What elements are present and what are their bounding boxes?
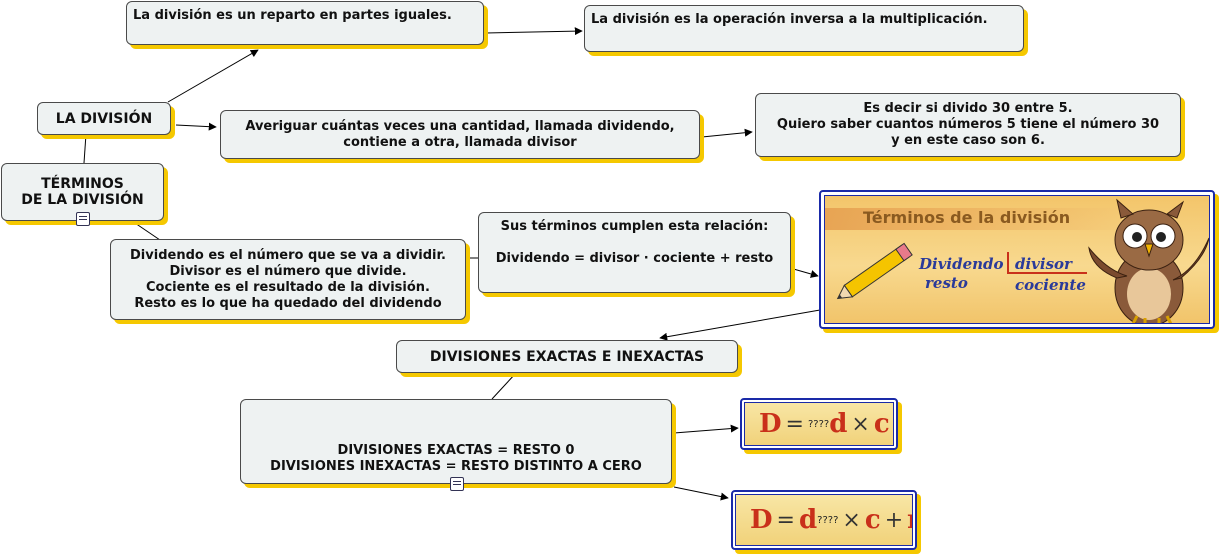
formula-inexacta-bg: D = d ???? × c + r (735, 494, 913, 546)
exactas-note-icon[interactable] (450, 477, 464, 491)
formula-inexacta-c: c (864, 505, 881, 535)
division-bracket (1007, 252, 1087, 274)
formula-exacta-image[interactable]: D = ???? d × c (740, 398, 898, 450)
formula-exacta-q: ???? (807, 418, 830, 430)
link-division-reparto (167, 49, 259, 103)
formula-exacta-eq: = (785, 411, 804, 437)
node-exactas-body-line-2: DIVISIONES INEXACTAS = RESTO DISTINTO A … (270, 459, 642, 474)
node-relacion-line-2: Dividendo = divisor · cociente + resto (495, 251, 774, 266)
formula-inexacta-plus: + (884, 507, 904, 533)
image-title: Términos de la división (863, 208, 1071, 227)
label-cociente: cociente (1015, 276, 1086, 294)
formula-inexacta-q: ???? (817, 514, 839, 526)
node-exactas-body-line-1: DIVISIONES EXACTAS = RESTO 0 (337, 443, 575, 458)
link-exactas-cuerpo (491, 372, 517, 400)
node-la-division[interactable]: LA DIVISIÓN (37, 102, 171, 135)
node-inversa-label: La división es la operación inversa a la… (591, 12, 988, 27)
link-averiguar-ejemplo (701, 128, 753, 138)
node-definiciones-line-4: Resto es lo que ha quedado del dividendo (134, 295, 442, 311)
formula-inexacta-times: × (842, 507, 861, 533)
formula-exacta-d: d (829, 409, 848, 439)
formula-exacta-D: D (759, 409, 782, 439)
image-terminos-division[interactable]: Términos de la división Dividendo resto … (819, 190, 1215, 329)
link-division-terminos (83, 133, 87, 164)
label-dividendo: Dividendo (919, 255, 1004, 273)
node-ejemplo[interactable]: Es decir si divido 30 entre 5. Quiero sa… (755, 93, 1181, 157)
node-averiguar-line-2: contiene a otra, llamada divisor (343, 134, 577, 150)
node-exactas-title-label: DIVISIONES EXACTAS E INEXACTAS (429, 348, 705, 365)
formula-inexacta-d: d (798, 505, 818, 535)
node-relacion[interactable]: Sus términos cumplen esta relación: Divi… (478, 212, 791, 293)
link-cuerpo-formula2 (673, 486, 729, 501)
node-definiciones[interactable]: Dividendo es el número que se va a divid… (110, 239, 466, 320)
terminos-note-icon[interactable] (76, 212, 90, 226)
node-averiguar-line-1: Averiguar cuántas veces una cantidad, ll… (245, 118, 675, 134)
link-relacion-imagen (789, 267, 819, 278)
node-definiciones-line-2: Divisor es el número que divide. (169, 263, 407, 279)
node-inversa[interactable]: La división es la operación inversa a la… (584, 5, 1024, 52)
formula-exacta-times: × (851, 411, 870, 437)
link-reparto-inversa (485, 27, 583, 36)
link-cuerpo-formula1 (673, 424, 739, 434)
link-terminos-definiciones (131, 220, 161, 241)
node-terminos-line-1: TÉRMINOS (41, 176, 124, 192)
formula-inexacta-r: r (907, 505, 912, 535)
node-ejemplo-line-1: Es decir si divido 30 entre 5. (863, 101, 1073, 116)
link-imagen-exactas (659, 309, 821, 341)
formula-inexacta: D = d ???? × c + r (736, 495, 912, 545)
node-definiciones-line-3: Cociente es el resultado de la división. (146, 279, 430, 295)
pencil-icon (836, 242, 913, 300)
formula-inexacta-eq: = (776, 507, 795, 533)
formula-exacta-bg: D = ???? d × c (744, 402, 894, 446)
formula-inexacta-D: D (750, 505, 773, 535)
title-band (825, 208, 1125, 230)
node-reparto-label: La división es un reparto en partes igua… (133, 8, 452, 23)
label-divisor: divisor (1015, 255, 1072, 273)
node-exactas-title[interactable]: DIVISIONES EXACTAS E INEXACTAS (396, 340, 738, 373)
owl-icon (1088, 198, 1209, 323)
formula-exacta-c: c (873, 409, 890, 439)
formula-inexacta-image[interactable]: D = d ???? × c + r (731, 490, 917, 550)
node-ejemplo-line-3: y en este caso son 6. (891, 133, 1045, 148)
node-ejemplo-line-2: Quiero saber cuantos números 5 tiene el … (776, 117, 1160, 132)
node-relacion-line-1: Sus términos cumplen esta relación: (500, 219, 769, 234)
formula-exacta: D = ???? d × c (745, 403, 893, 445)
terminos-illustration: Términos de la división Dividendo resto … (824, 195, 1210, 324)
link-division-averiguar (175, 122, 217, 131)
node-la-division-label: LA DIVISIÓN (55, 110, 153, 127)
label-resto: resto (925, 274, 968, 292)
node-exactas-body[interactable]: DIVISIONES EXACTAS = RESTO 0 DIVISIONES … (240, 399, 672, 484)
node-definiciones-line-1: Dividendo es el número que se va a divid… (130, 247, 446, 263)
node-terminos[interactable]: TÉRMINOS DE LA DIVISIÓN (1, 163, 164, 221)
node-reparto[interactable]: La división es un reparto en partes igua… (126, 1, 484, 45)
node-averiguar[interactable]: Averiguar cuántas veces una cantidad, ll… (220, 110, 700, 159)
node-terminos-line-2: DE LA DIVISIÓN (21, 192, 144, 208)
